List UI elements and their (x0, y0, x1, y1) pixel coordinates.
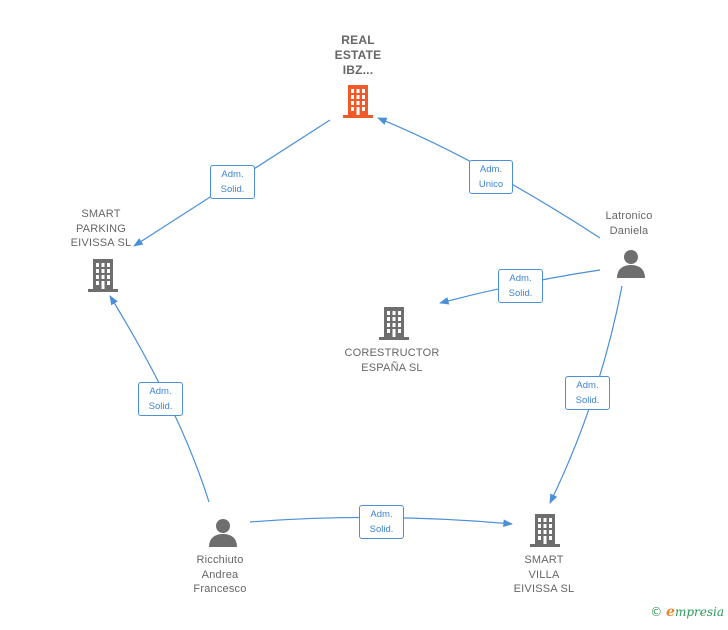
edge-label-e5: Adm. Solid. (138, 382, 183, 416)
copyright-symbol: © (650, 605, 663, 619)
edge-label-e6: Adm. Solid. (359, 505, 404, 539)
building-icon[interactable] (341, 83, 375, 119)
building-icon[interactable] (528, 512, 562, 548)
brand-logo-initial: e (666, 604, 675, 620)
person-icon[interactable] (615, 247, 647, 279)
brand-footer: © empresia (650, 604, 724, 620)
edge-label-e2: Adm. Unico (469, 160, 513, 194)
node-label-smart-parking[interactable]: SMART PARKING EIVISSA SL (70, 208, 132, 249)
node-label-smart-villa[interactable]: SMART VILLA EIVISSA SL (513, 554, 575, 595)
edge-label-e4: Adm. Solid. (565, 376, 610, 410)
edge-label-e3: Adm. Solid. (498, 269, 543, 303)
building-icon[interactable] (377, 305, 411, 341)
node-label-latronico[interactable]: Latronico Daniela (605, 210, 653, 237)
edge-label-e1: Adm. Solid. (210, 165, 255, 199)
brand-logo-text: mpresia (674, 605, 724, 619)
node-label-corestructor[interactable]: CORESTRUCTOR ESPAÑA SL (344, 347, 440, 374)
node-label-real-estate[interactable]: REAL ESTATE IBZ... (334, 33, 382, 77)
person-icon[interactable] (207, 516, 239, 548)
node-label-ricchiuto[interactable]: Ricchiuto Andrea Francesco (193, 554, 247, 595)
building-icon[interactable] (86, 257, 120, 293)
